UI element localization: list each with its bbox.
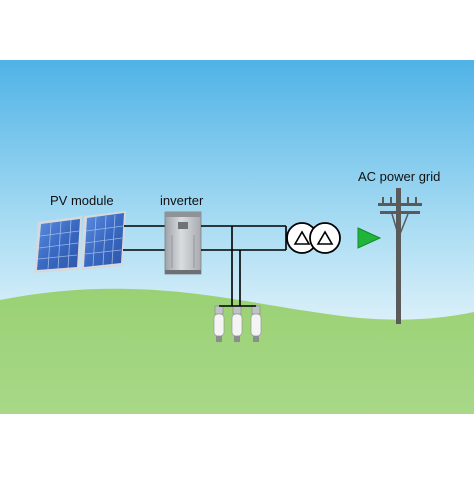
flow-arrow-icon [357, 227, 382, 249]
solar-panels-icon [34, 211, 126, 273]
ac-wires [201, 225, 287, 306]
ground-hill [0, 288, 474, 414]
dc-wires [123, 225, 165, 251]
light-bulbs [213, 305, 262, 342]
light-bulb-icon [231, 305, 243, 342]
pv-module-label: PV module [50, 193, 114, 208]
transformer-icon [286, 222, 341, 254]
ac-power-grid-label: AC power grid [358, 169, 440, 184]
solar-panel-left [34, 216, 82, 273]
inverter-label: inverter [160, 193, 204, 208]
inverter-cabinet-icon [164, 211, 202, 275]
light-bulb-icon [250, 305, 262, 342]
solar-panel-right [81, 211, 126, 270]
utility-pole-icon [378, 188, 422, 324]
